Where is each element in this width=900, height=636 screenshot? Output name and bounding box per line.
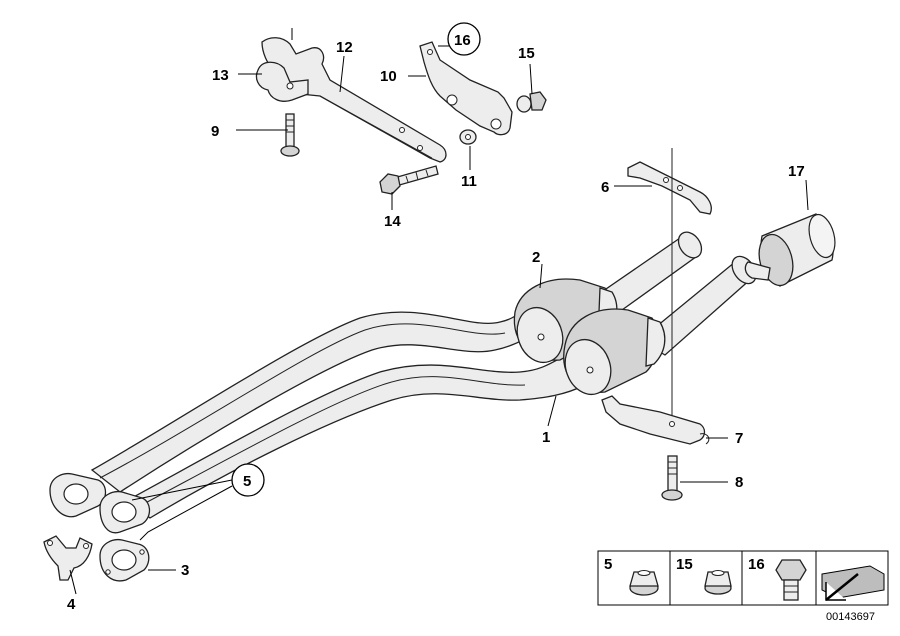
legend-item-15: 15 [676,556,732,595]
hanger-bracket-6 [627,161,712,215]
callout-13: 13 [212,67,229,84]
callout-6: 6 [601,179,609,196]
hanger-bracket-7 [601,395,710,445]
callout-16: 16 [454,32,471,49]
callout-5-circle [231,463,265,497]
callout-8: 8 [735,474,743,491]
pipe-clamp-17 [744,213,836,287]
callout-4: 4 [67,596,76,613]
callout-5: 5 [243,473,251,490]
mounting-plate [419,41,513,136]
callout-3: 3 [181,562,189,579]
pipe-clamp [255,61,309,102]
document-number: 00143697 [826,611,875,623]
nut-15 [529,91,547,111]
gasket [99,538,150,582]
bolt-9 [280,113,300,157]
callout-labels: 1 2 3 4 5 6 7 8 9 10 11 12 13 14 15 16 1… [67,22,805,613]
leader-lines [69,28,809,595]
flange-nut-icon [704,570,732,595]
callout-14: 14 [384,213,401,230]
callout-16-circle [447,22,481,56]
callout-10: 10 [380,68,397,85]
legend-item-16: 16 [748,556,807,601]
callout-11: 11 [461,173,477,190]
washer-15 [516,95,532,113]
legend-number-15: 15 [676,556,693,573]
legend-item-5: 5 [604,556,659,596]
hex-bolt-icon [775,559,807,601]
direction-arrow-icon [821,565,885,601]
callout-9: 9 [211,123,219,140]
callout-15: 15 [518,45,535,62]
flange-bracket [43,535,93,581]
callout-12: 12 [336,39,353,56]
callout-1: 1 [542,429,550,446]
legend-number-16: 16 [748,556,765,573]
legend-number-5: 5 [604,556,612,573]
front-pipe-assembly [49,231,757,534]
callout-2: 2 [532,249,540,266]
bolt-14 [379,165,439,195]
callout-7: 7 [735,430,743,447]
flange-nut-icon [629,570,659,596]
bolt-8 [661,455,683,501]
legend: 5 15 16 [597,550,889,606]
callout-17: 17 [788,163,805,180]
